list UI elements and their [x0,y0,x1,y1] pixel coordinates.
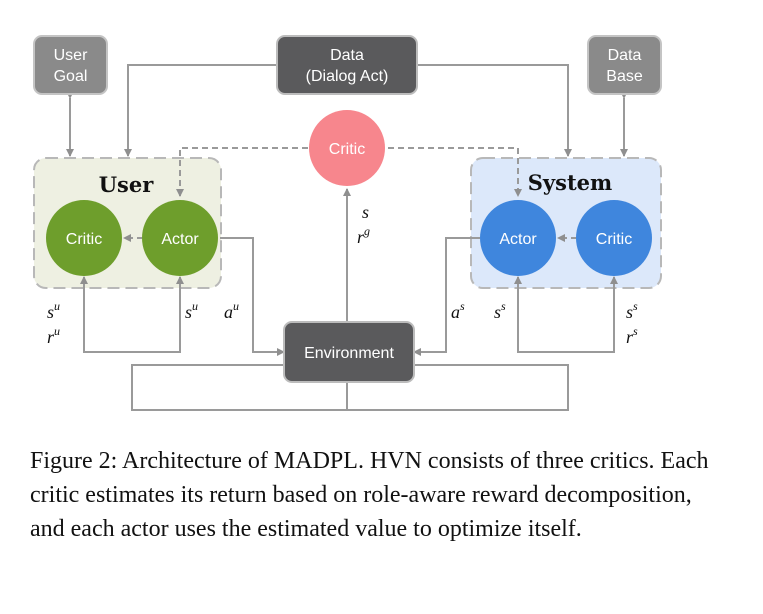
user-group-title: User [99,172,154,197]
system-action-line [413,237,480,356]
system-actor-node: Actor [480,200,556,276]
center-state-label: s [362,202,369,222]
figure-caption: Figure 2: Architecture of MADPL. HVN con… [30,448,709,542]
system-actor-label: Actor [499,231,537,248]
central-critic-label: Critic [329,141,365,158]
environment-box: Environment [283,321,415,383]
critic-to-user-actor-dashed [176,147,308,197]
system-critic-node: Critic [576,200,652,276]
architecture-diagram: User Goal Data (Dialog Act) Data Base Cr… [33,35,662,411]
user-critic-label: Critic [66,231,102,248]
system-actor-state-label: ss [494,299,506,322]
data-dialog-act-line1: Data [330,47,364,64]
data-dialog-act-line2: (Dialog Act) [306,68,389,85]
user-feedback-line [131,364,569,411]
user-critic-state-label: su [47,299,60,322]
critic-to-system-actor-dashed [388,147,522,197]
system-critic-feedback [568,276,618,353]
user-actor-label: Actor [161,231,199,248]
data-base-box: Data Base [587,35,662,95]
system-critic-state-label: ss [626,299,638,322]
user-critic-reward-label: ru [47,324,60,347]
system-critic-label: Critic [596,231,632,248]
user-critic-node: Critic [46,200,122,276]
user-critic-feedback [80,276,132,353]
user-goal-line1: User [54,47,88,64]
system-critic-reward-label: rs [626,324,638,347]
dialog-act-to-user-line [124,64,277,157]
user-goal-line2: Goal [54,68,88,85]
system-group-title: System [528,170,612,195]
user-actor-feedback [132,276,184,353]
central-critic-node: Critic [309,110,385,186]
user-actor-state-label: su [185,299,198,322]
connection-lines [66,64,628,411]
data-base-line2: Base [606,68,643,85]
data-dialog-act-box: Data (Dialog Act) [276,35,418,95]
data-base-line1: Data [608,47,642,64]
environment-label: Environment [304,345,394,362]
center-reward-label: rg [357,224,370,247]
user-action-label: au [224,299,239,322]
system-action-label: as [451,299,465,322]
user-goal-box: User Goal [33,35,108,95]
system-actor-feedback [514,276,568,353]
user-actor-node: Actor [142,200,218,276]
dialog-act-to-system-line [417,64,572,157]
user-action-line [220,237,285,356]
